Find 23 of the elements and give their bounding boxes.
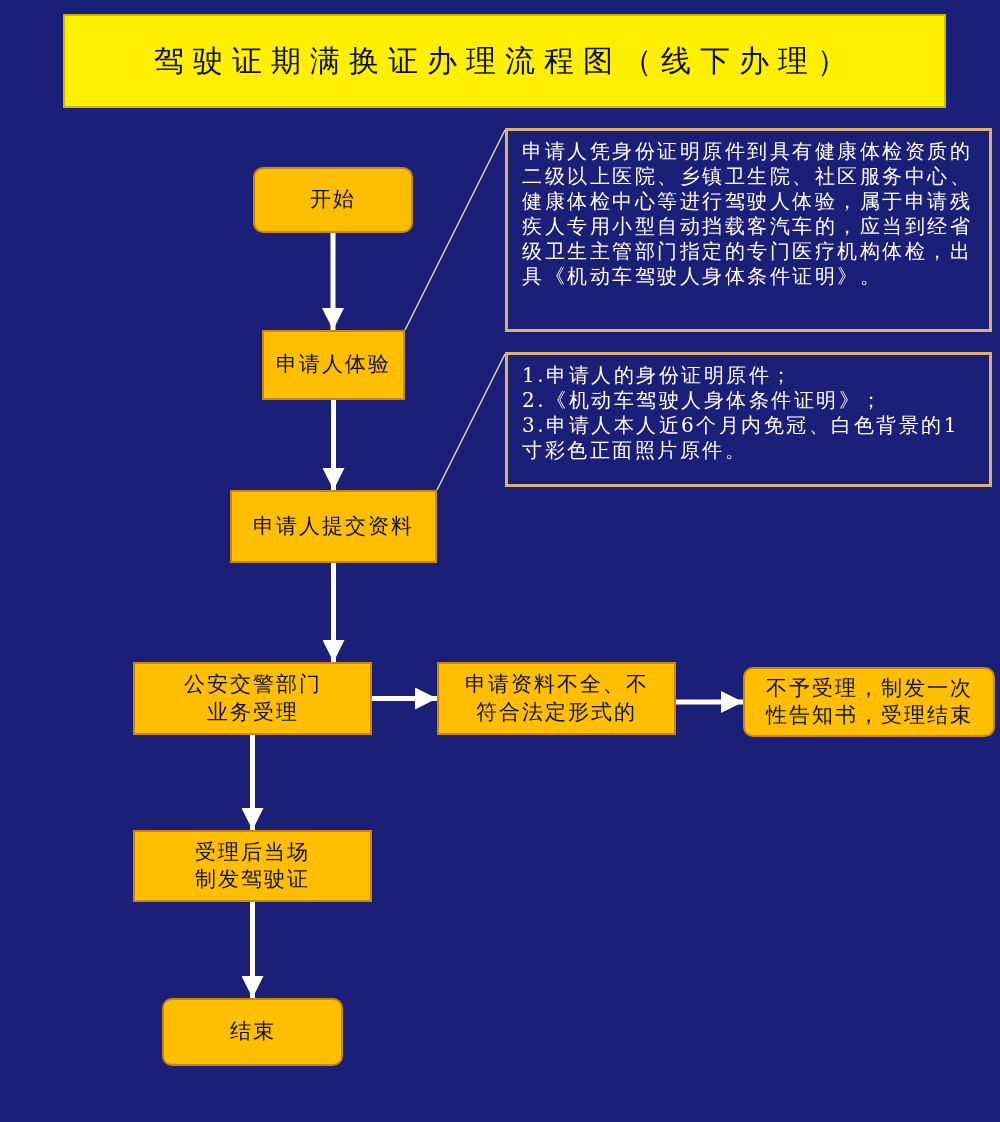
title-banner: 驾驶证期满换证办理流程图（线下办理） bbox=[63, 14, 946, 108]
arrow bbox=[241, 902, 264, 998]
process-box: 公安交警部门业务受理 bbox=[133, 662, 372, 735]
process-box: 受理后当场制发驾驶证 bbox=[133, 830, 372, 902]
list-item: 3.申请人本人近6个月内免冠、白色背景的1寸彩色正面照片原件。 bbox=[522, 413, 961, 463]
arrow bbox=[372, 687, 437, 710]
leader-line bbox=[404, 129, 506, 331]
process-box: 申请资料不全、不符合法定形式的 bbox=[437, 662, 676, 735]
process-box: 申请人体验 bbox=[262, 330, 405, 400]
note-box: 申请人凭身份证明原件到具有健康体检资质的二级以上医院、乡镇卫生院、社区服务中心、健康体检中心等进行驾驶人体验，属于申请残疾人专用小型自动挡载客汽车的，应当到经省级卫生主管部门指定的专门医疗机构体检，出具《机动车驾驶人身体条件证明》。 bbox=[505, 128, 992, 332]
leader-line bbox=[436, 353, 506, 491]
list-item: 1.申请人的身份证明原件； bbox=[522, 363, 794, 388]
arrow bbox=[676, 691, 743, 713]
terminal-box: 不予受理，制发一次性告知书，受理结束 bbox=[743, 667, 995, 737]
terminal-box: 开始 bbox=[253, 167, 413, 233]
arrow bbox=[322, 563, 345, 662]
process-box: 申请人提交资料 bbox=[230, 490, 437, 563]
list-item: 2.《机动车驾驶人身体条件证明》； bbox=[522, 388, 884, 413]
arrow bbox=[241, 735, 264, 830]
note-box bbox=[505, 352, 992, 487]
arrow bbox=[322, 400, 345, 490]
terminal-box: 结束 bbox=[162, 998, 343, 1066]
arrow bbox=[322, 233, 344, 330]
